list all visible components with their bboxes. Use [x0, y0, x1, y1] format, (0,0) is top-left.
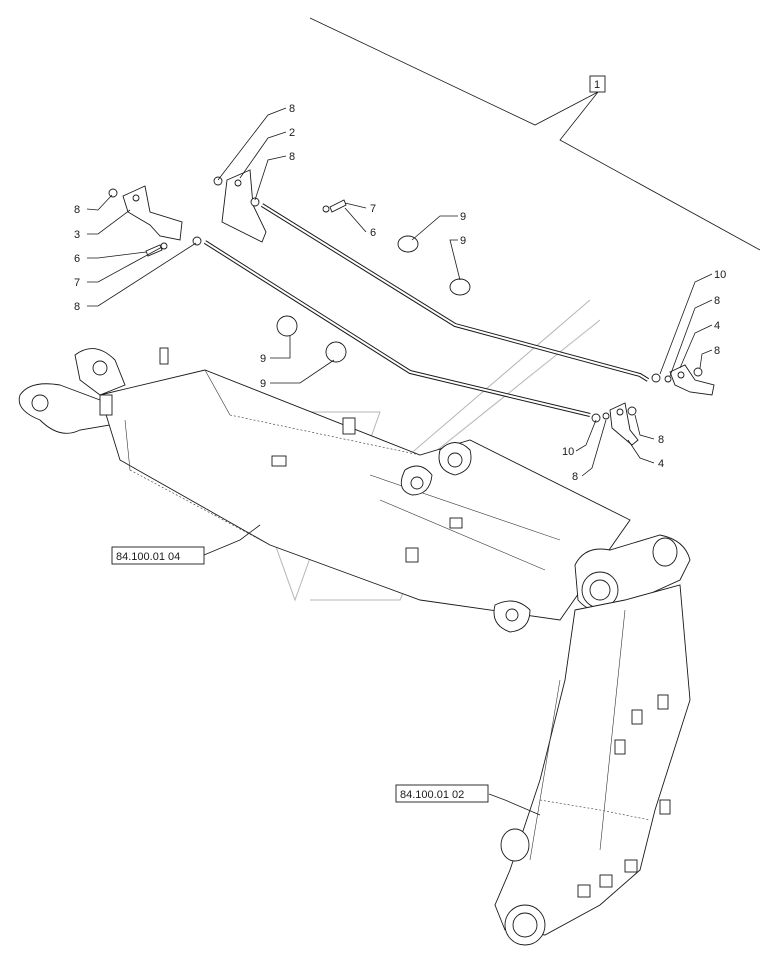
ref-boom: 84.100.01 04 [116, 551, 180, 563]
ref-box-arm [395, 784, 489, 803]
oring-left [108, 188, 118, 198]
arm-assembly [494, 584, 691, 946]
callout-3-left: 3 [74, 229, 80, 241]
callout-7-mid: 7 [370, 203, 376, 215]
callout-8-low-a: 8 [572, 471, 578, 483]
callout-2-top: 2 [289, 127, 295, 139]
callout-4-low: 4 [658, 458, 664, 470]
callout-8-top-a: 8 [289, 103, 295, 115]
clamp-ring-d [325, 341, 347, 363]
callout-4-right: 4 [714, 320, 720, 332]
boom-pivot-hole [31, 394, 49, 412]
bolt-mid [329, 199, 347, 213]
leader-lines [86, 107, 713, 816]
clamp-ring-b [449, 278, 471, 296]
callout-8-right-a: 8 [714, 295, 720, 307]
oring-top [213, 176, 223, 186]
callout-10-right: 10 [714, 269, 726, 281]
group-bracket [309, 17, 761, 251]
callout-7-left: 7 [74, 277, 80, 289]
ref-arm: 84.100.01 02 [400, 789, 464, 801]
callout-box-1 [589, 75, 606, 93]
callout-6-mid: 6 [370, 227, 376, 239]
ref-box-boom [111, 546, 205, 565]
arm-pivot [574, 534, 691, 612]
clamp-ring-c [276, 315, 298, 337]
callout-6-left: 6 [74, 253, 80, 265]
callout-9-a: 9 [460, 211, 466, 223]
callout-8-right-b: 8 [714, 345, 720, 357]
hydraulic-pipes [203, 203, 650, 417]
callout-1: 1 [594, 79, 600, 91]
callout-9-d: 9 [260, 378, 266, 390]
callout-8-left-b: 8 [74, 301, 80, 313]
bracket-3 [122, 185, 183, 241]
boom-assembly [18, 347, 631, 633]
callout-8-low-b: 8 [658, 434, 664, 446]
callout-8-top-b: 8 [289, 151, 295, 163]
bracket-4-upper [669, 364, 715, 396]
callout-9-b: 9 [460, 235, 466, 247]
clamp-ring-a [397, 235, 419, 253]
callout-8-left: 8 [74, 204, 80, 216]
bracket-2 [221, 169, 267, 243]
callout-10-low: 10 [562, 446, 574, 458]
callout-9-c: 9 [260, 353, 266, 365]
